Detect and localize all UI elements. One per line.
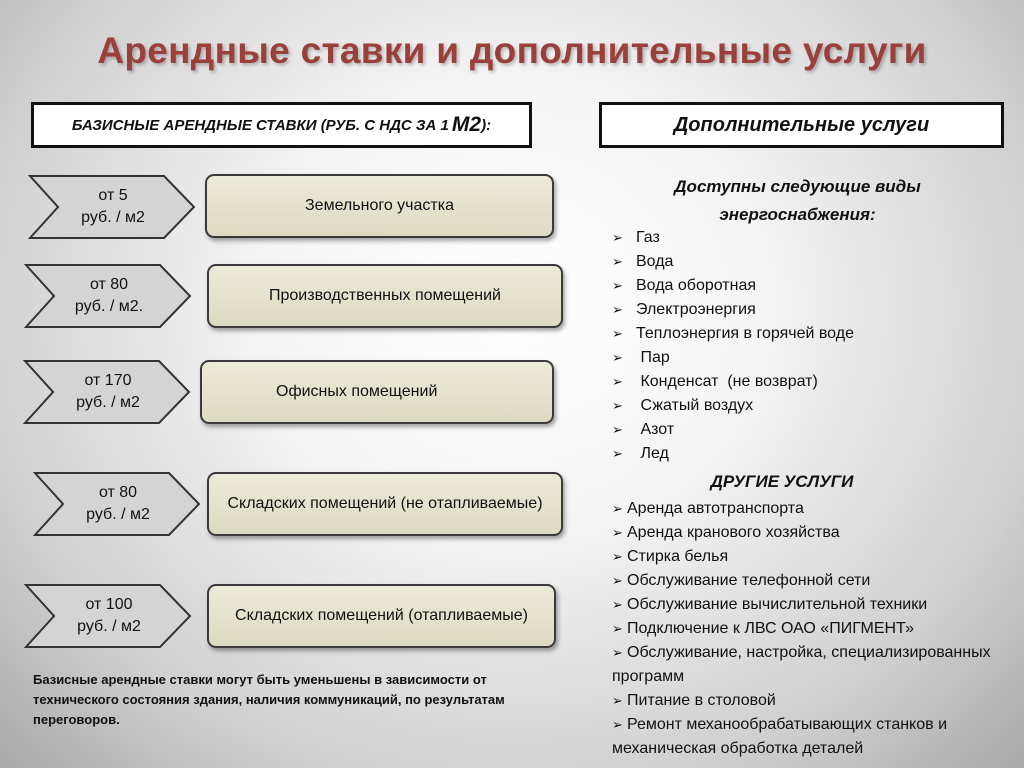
- arrow-bullet-icon: ➢: [612, 597, 623, 612]
- list-item: ➢Ремонт механообрабатывающих станков и м…: [612, 713, 1012, 761]
- other-services-heading: ДРУГИЕ УСЛУГИ: [710, 472, 854, 491]
- rate-unit: руб. / м2: [76, 394, 140, 411]
- list-item: ➢ Сжатый воздух: [612, 394, 854, 418]
- arrow-bullet-icon: ➢: [612, 621, 623, 636]
- energy-heading: Доступны следующие виды энергоснабжения:: [674, 177, 921, 224]
- rate-unit: руб. / м2: [86, 506, 150, 523]
- list-item: ➢ Азот: [612, 418, 854, 442]
- list-item: ➢Обслуживание вычислительной техники: [612, 593, 1012, 617]
- list-item: ➢Питание в столовой: [612, 689, 1012, 713]
- list-item: ➢Вода оборотная: [612, 274, 854, 298]
- chevron-arrow-icon: [23, 360, 191, 424]
- list-item: ➢Подключение к ЛВС ОАО «ПИГМЕНТ»: [612, 617, 1012, 641]
- page-title: Арендные ставки и дополнительные услуги: [97, 30, 927, 71]
- rate-label-office: Офисных помещений: [200, 360, 554, 424]
- arrow-bullet-icon: ➢: [612, 645, 623, 660]
- arrow-bullet-icon: ➢: [612, 717, 623, 732]
- rate-price: от 170: [84, 372, 132, 389]
- arrow-bullet-icon: ➢: [612, 398, 623, 413]
- rate-unit: руб. / м2: [81, 209, 145, 226]
- rate-chevron-0: от 5 руб. / м2: [28, 174, 198, 240]
- arrow-bullet-icon: ➢: [612, 374, 623, 389]
- rates-footnote: Базисные арендные ставки могут быть умен…: [33, 672, 505, 727]
- arrow-bullet-icon: ➢: [612, 302, 623, 317]
- list-item: ➢Электроэнергия: [612, 298, 854, 322]
- other-services-list: ➢Аренда автотранспорта ➢Аренда кранового…: [612, 497, 1012, 761]
- rate-chevron-3: от 80 руб. / м2: [33, 471, 203, 537]
- energy-list: ➢Газ ➢Вода ➢Вода оборотная ➢Электроэнерг…: [612, 226, 854, 466]
- arrow-bullet-icon: ➢: [612, 254, 623, 269]
- additional-services-header: Дополнительные услуги: [599, 102, 1004, 148]
- arrow-bullet-icon: ➢: [612, 549, 623, 564]
- base-rates-header-text: БАЗИСНЫЕ АРЕНДНЫЕ СТАВКИ (РУБ. С НДС ЗА …: [71, 116, 449, 134]
- chevron-arrow-icon: [33, 472, 201, 536]
- list-item: ➢Обслуживание, настройка, специализирова…: [612, 641, 1012, 689]
- chevron-arrow-icon: [24, 264, 192, 328]
- rate-chevron-2: от 170 руб. / м2: [23, 359, 193, 425]
- arrow-bullet-icon: ➢: [612, 326, 623, 341]
- rate-unit: руб. / м2: [77, 618, 141, 635]
- list-item: ➢Вода: [612, 250, 854, 274]
- list-item: ➢ Лед: [612, 442, 854, 466]
- base-rates-header-unit: М2: [451, 113, 482, 136]
- rate-chevron-1: от 80 руб. / м2.: [24, 263, 194, 329]
- rate-label-warehouse-heated: Складских помещений (отапливаемые): [207, 584, 556, 648]
- rate-price: от 100: [85, 596, 133, 613]
- list-item: ➢Аренда кранового хозяйства: [612, 521, 1012, 545]
- chevron-arrow-icon: [28, 175, 196, 239]
- base-rates-header-suffix: ):: [481, 116, 492, 134]
- arrow-bullet-icon: ➢: [612, 693, 623, 708]
- arrow-bullet-icon: ➢: [612, 230, 623, 245]
- rate-label-warehouse-unheated: Складских помещений (не отапливаемые): [207, 472, 563, 536]
- arrow-bullet-icon: ➢: [612, 422, 623, 437]
- arrow-bullet-icon: ➢: [612, 350, 623, 365]
- rate-price: от 5: [98, 187, 128, 204]
- base-rates-header: БАЗИСНЫЕ АРЕНДНЫЕ СТАВКИ (РУБ. С НДС ЗА …: [31, 102, 532, 148]
- arrow-bullet-icon: ➢: [612, 446, 623, 461]
- rate-unit: руб. / м2.: [74, 298, 144, 315]
- list-item: ➢ Конденсат (не возврат): [612, 370, 854, 394]
- list-item: ➢Стирка белья: [612, 545, 1012, 569]
- list-item: ➢Газ: [612, 226, 854, 250]
- arrow-bullet-icon: ➢: [612, 278, 623, 293]
- list-item: ➢ Пар: [612, 346, 854, 370]
- list-item: ➢Теплоэнергия в горячей воде: [612, 322, 854, 346]
- arrow-bullet-icon: ➢: [612, 501, 623, 516]
- rate-chevron-4: от 100 руб. / м2: [24, 583, 194, 649]
- arrow-bullet-icon: ➢: [612, 573, 623, 588]
- chevron-arrow-icon: [24, 584, 192, 648]
- rate-price: от 80: [98, 484, 138, 501]
- rate-label-production: Производственных помещений: [207, 264, 563, 328]
- rate-label-land: Земельного участка: [205, 174, 554, 238]
- rate-price: от 80: [89, 276, 129, 293]
- arrow-bullet-icon: ➢: [612, 525, 623, 540]
- list-item: ➢Аренда автотранспорта: [612, 497, 1012, 521]
- list-item: ➢Обслуживание телефонной сети: [612, 569, 1012, 593]
